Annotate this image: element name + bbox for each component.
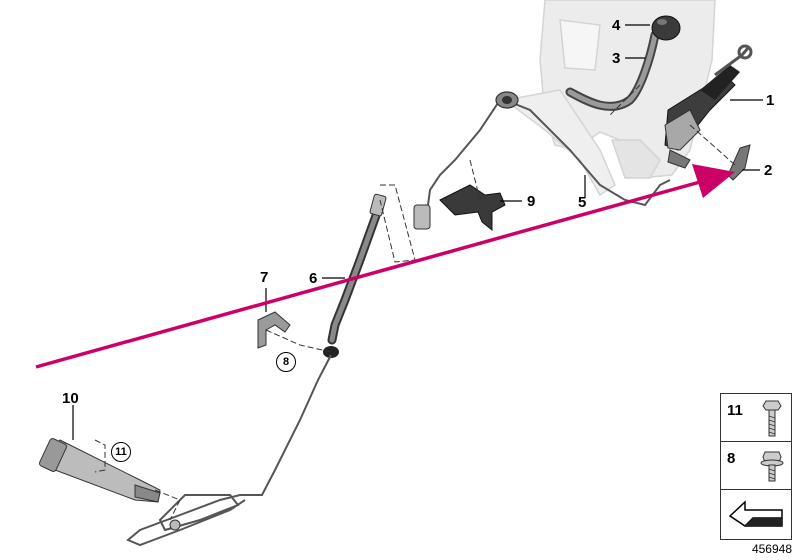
callout-6: 6: [309, 270, 318, 287]
reservoir-cap-4: [651, 15, 681, 41]
legend-number-8: 8: [727, 450, 736, 467]
pipe-connector: [413, 204, 431, 230]
slave-cylinder-10: [38, 438, 181, 531]
hex-flange-bolt-icon: [760, 451, 784, 482]
arrow-icon: [728, 500, 783, 527]
callout-9: 9: [527, 193, 536, 210]
master-cylinder-1: [664, 44, 753, 169]
callout-4: 4: [612, 17, 621, 34]
hose-3-inner: [567, 32, 658, 109]
fastener-legend: 11 8: [720, 393, 792, 540]
callout-5: 5: [578, 194, 587, 211]
callout-8-circled: 8: [276, 352, 296, 372]
legend-row-11: 11: [721, 394, 791, 442]
clip-2: [727, 144, 751, 181]
leader-lines: [72, 24, 763, 440]
hose-6: [327, 193, 387, 345]
legend-row-8: 8: [721, 442, 791, 490]
bracket-7: [257, 311, 291, 349]
callout-1: 1: [766, 92, 775, 109]
callout-7: 7: [260, 269, 269, 286]
grommet-top: [495, 91, 519, 109]
bracket-9: [439, 184, 506, 232]
legend-number-11: 11: [727, 402, 743, 419]
callout-11-circled: 11: [111, 442, 131, 462]
pipe-lower: [126, 354, 332, 547]
callout-10: 10: [62, 390, 79, 407]
callout-3: 3: [612, 50, 621, 67]
callout-2: 2: [764, 162, 773, 179]
legend-row-arrow: [721, 490, 791, 541]
bolt-icon: [762, 400, 782, 437]
reference-number: 456948: [751, 542, 792, 556]
direction-arrow: [35, 164, 735, 369]
pipe-5: [427, 99, 671, 207]
